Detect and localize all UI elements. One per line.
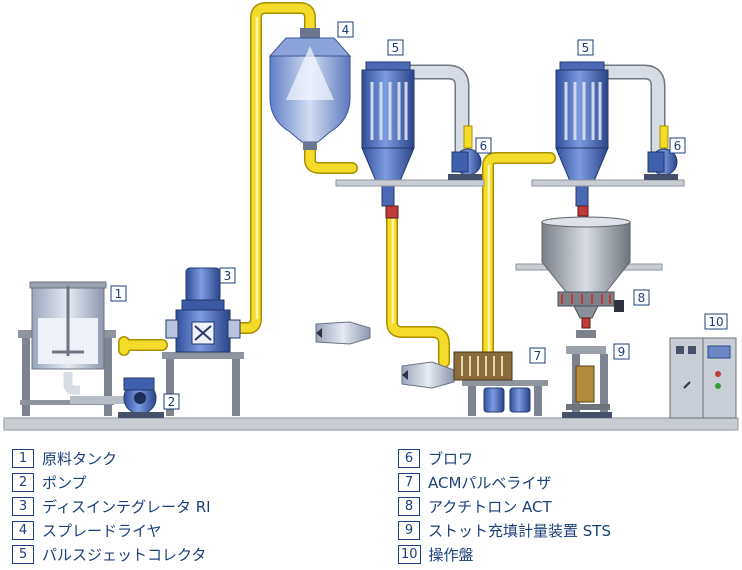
- legend-label: ブロワ: [428, 449, 474, 468]
- legend-item-3: 3 ディスインテグレータ RI: [12, 494, 211, 518]
- pump: [118, 377, 164, 418]
- svg-text:5: 5: [392, 41, 400, 55]
- callout-6a: 6: [475, 137, 492, 154]
- svg-text:5: 5: [582, 41, 590, 55]
- legend: 1 原料タンク 2 ポンプ 3 ディスインテグレータ RI 4 スプレードライヤ…: [0, 440, 742, 570]
- svg-text:3: 3: [224, 269, 232, 283]
- callout-7: 7: [529, 347, 546, 364]
- legend-label: パルスジェットコレクタ: [42, 545, 207, 564]
- legend-label: ディスインテグレータ RI: [42, 497, 211, 516]
- legend-item-8: 8 アクチトロン ACT: [398, 494, 611, 518]
- legend-right-column: 6 ブロワ 7 ACMパルベライザ 8 アクチトロン ACT 9 ストット充填計…: [398, 446, 611, 566]
- blower-left: [448, 125, 482, 180]
- svg-text:4: 4: [342, 23, 350, 37]
- callout-5b: 5: [577, 39, 594, 56]
- callout-9: 9: [613, 343, 630, 360]
- spray-dryer: [268, 28, 352, 150]
- callout-6b: 6: [669, 137, 686, 154]
- legend-number: 6: [398, 448, 420, 468]
- svg-text:10: 10: [708, 315, 723, 329]
- legend-number: 10: [398, 544, 421, 564]
- disintegrator-ri: [162, 267, 244, 416]
- callout-1: 1: [110, 285, 127, 302]
- svg-text:2: 2: [168, 395, 176, 409]
- blower-right: [644, 125, 678, 180]
- stott-filling-weigher-sts: [562, 330, 612, 418]
- legend-item-1: 1 原料タンク: [12, 446, 211, 470]
- control-panel: [669, 337, 737, 419]
- legend-label: ストット充填計量装置 STS: [428, 521, 611, 540]
- legend-item-6: 6 ブロワ: [398, 446, 611, 470]
- legend-item-7: 7 ACMパルベライザ: [398, 470, 611, 494]
- callout-2: 2: [163, 393, 180, 410]
- yellow-pipes: [118, 2, 556, 368]
- acm-pulverizer: [315, 321, 548, 416]
- legend-item-4: 4 スプレードライヤ: [12, 518, 211, 542]
- gray-ducts: [402, 64, 666, 158]
- legend-label: ポンプ: [42, 473, 87, 492]
- legend-number: 1: [12, 448, 34, 468]
- legend-number: 2: [12, 472, 34, 492]
- legend-label: 原料タンク: [42, 449, 118, 468]
- callout-5a: 5: [387, 39, 404, 56]
- upper-platform-right: [531, 179, 685, 187]
- legend-item-9: 9 ストット充填計量装置 STS: [398, 518, 611, 542]
- legend-number: 7: [398, 472, 420, 492]
- legend-number: 4: [12, 520, 34, 540]
- legend-label: アクチトロン ACT: [428, 497, 552, 516]
- process-flow-diagram: 1 2 3 4 5 5 6 6: [3, 2, 739, 431]
- floor-base: [3, 417, 739, 431]
- actitron-act: [515, 216, 663, 329]
- legend-item-10: 10 操作盤: [398, 542, 611, 566]
- callouts: 1 2 3 4 5 5 6 6: [110, 21, 728, 410]
- legend-item-2: 2 ポンプ: [12, 470, 211, 494]
- legend-item-5: 5 パルスジェットコレクタ: [12, 542, 211, 566]
- legend-label: 操作盤: [428, 545, 474, 564]
- legend-label: ACMパルベライザ: [428, 473, 552, 492]
- legend-left-column: 1 原料タンク 2 ポンプ 3 ディスインテグレータ RI 4 スプレードライヤ…: [12, 446, 211, 566]
- svg-text:9: 9: [618, 345, 626, 359]
- callout-3: 3: [219, 267, 236, 284]
- pulse-jet-collector-left: [361, 61, 415, 219]
- svg-text:1: 1: [115, 287, 123, 301]
- callout-4: 4: [337, 21, 354, 38]
- legend-number: 9: [398, 520, 420, 540]
- legend-number: 3: [12, 496, 34, 516]
- svg-text:8: 8: [638, 291, 646, 305]
- callout-8: 8: [633, 289, 650, 306]
- callout-10: 10: [704, 313, 728, 330]
- svg-text:6: 6: [674, 139, 682, 153]
- pulse-jet-collector-right: [555, 61, 609, 217]
- legend-number: 8: [398, 496, 420, 516]
- upper-platform-left: [335, 179, 485, 187]
- svg-text:7: 7: [534, 349, 542, 363]
- svg-text:6: 6: [480, 139, 488, 153]
- legend-label: スプレードライヤ: [42, 521, 162, 540]
- raw-material-tank: [18, 281, 130, 416]
- legend-number: 5: [12, 544, 34, 564]
